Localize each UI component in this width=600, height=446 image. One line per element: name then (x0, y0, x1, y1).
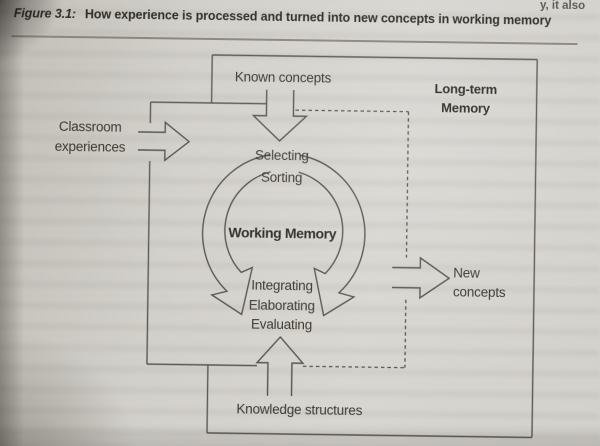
known-concepts-down-arrow (251, 89, 309, 142)
wm-box-top (150, 101, 267, 105)
dashed-right-upper-segment (405, 111, 410, 258)
ltm-box-bottom (206, 432, 532, 439)
selecting-line: Selecting (254, 147, 309, 164)
ltm-box-right (531, 59, 538, 438)
selecting-sorting-label: Selecting Sorting (231, 144, 332, 189)
new-concepts-right-arrow (392, 256, 451, 300)
classroom-line1: Classroom (58, 118, 122, 135)
dashed-right-lower-segment (404, 299, 407, 368)
new-concepts-line2: concepts (452, 283, 506, 300)
new-concepts-line1: New (453, 265, 480, 281)
long-term-memory-line1: Long-term (434, 81, 498, 97)
evaluating-line: Evaluating (250, 316, 313, 333)
classroom-experiences-label: Classroom experiences (34, 116, 147, 157)
knowledge-structures-up-arrow (255, 335, 305, 397)
dashed-bottom-segment (302, 365, 405, 369)
new-concepts-label: New concepts (453, 264, 534, 302)
elaborating-line: Elaborating (248, 297, 315, 313)
wm-box-bottom (146, 363, 257, 367)
ltm-box-top (212, 54, 538, 61)
long-term-memory-label: Long-term Memory (413, 80, 518, 118)
sorting-line: Sorting (260, 169, 303, 186)
long-term-memory-line2: Memory (441, 99, 490, 116)
ltm-box-left-upper (210, 54, 213, 103)
integrating-line: Integrating (251, 277, 313, 294)
classroom-line2: experiences (54, 138, 126, 155)
working-memory-label: Working Memory (228, 224, 337, 242)
dashed-top-segment (295, 109, 409, 113)
known-concepts-label: Known concepts (234, 69, 332, 86)
knowledge-structures-label: Knowledge structures (236, 401, 363, 419)
integrating-elaborating-evaluating-label: Integrating Elaborating Evaluating (221, 275, 342, 335)
wm-box-left-lower (146, 161, 151, 365)
ltm-box-left-lower (206, 364, 209, 433)
